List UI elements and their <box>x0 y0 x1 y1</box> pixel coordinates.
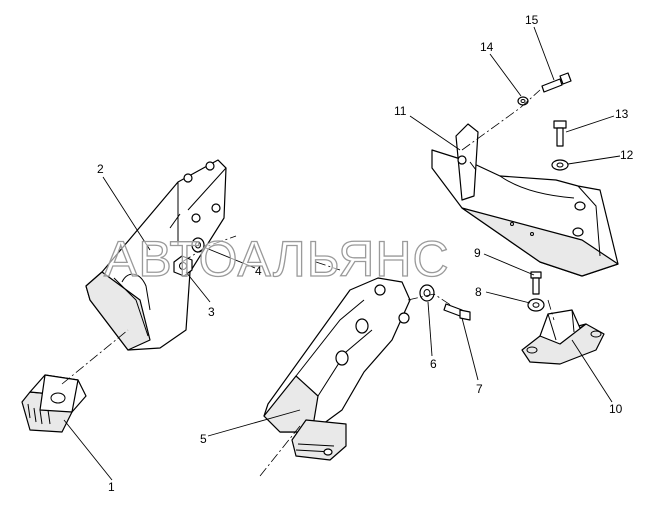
label-14: 14 <box>480 40 494 54</box>
part-8-washer <box>527 298 545 312</box>
label-6: 6 <box>430 357 437 371</box>
label-8: 8 <box>475 285 482 299</box>
label-3: 3 <box>208 305 215 319</box>
label-5: 5 <box>200 432 207 446</box>
part-2-left-bracket <box>85 159 227 351</box>
watermark-text: АВТОАЛЬЯНС <box>104 231 450 287</box>
label-13: 13 <box>615 107 629 121</box>
part-13-bolt <box>553 120 567 147</box>
label-1: 1 <box>108 480 115 494</box>
part-15-bolt <box>541 72 572 93</box>
label-2: 2 <box>97 162 104 176</box>
part-9-bolt <box>530 271 542 295</box>
label-9: 9 <box>474 246 481 260</box>
part-6-washer <box>419 284 435 302</box>
leader-lines <box>63 26 621 481</box>
part-3-nut <box>173 255 193 277</box>
part-7-bolt <box>443 303 471 321</box>
label-4: 4 <box>255 264 262 278</box>
part-4-washer <box>191 237 205 253</box>
label-7: 7 <box>476 382 483 396</box>
part-12-washer <box>551 159 569 171</box>
part-10-rubber-mount <box>521 309 605 365</box>
label-10: 10 <box>609 402 623 416</box>
label-11: 11 <box>394 104 407 118</box>
part-1-rubber-cushion <box>21 374 87 433</box>
part-5-center-bracket <box>263 277 411 461</box>
part-11-right-bracket <box>431 123 619 277</box>
part-14-washer <box>517 96 529 106</box>
label-15: 15 <box>525 13 539 27</box>
callout-labels: 1 2 3 4 5 6 7 8 9 10 11 12 13 14 15 <box>97 13 634 494</box>
assembly-axes <box>61 89 555 477</box>
label-12: 12 <box>620 148 634 162</box>
